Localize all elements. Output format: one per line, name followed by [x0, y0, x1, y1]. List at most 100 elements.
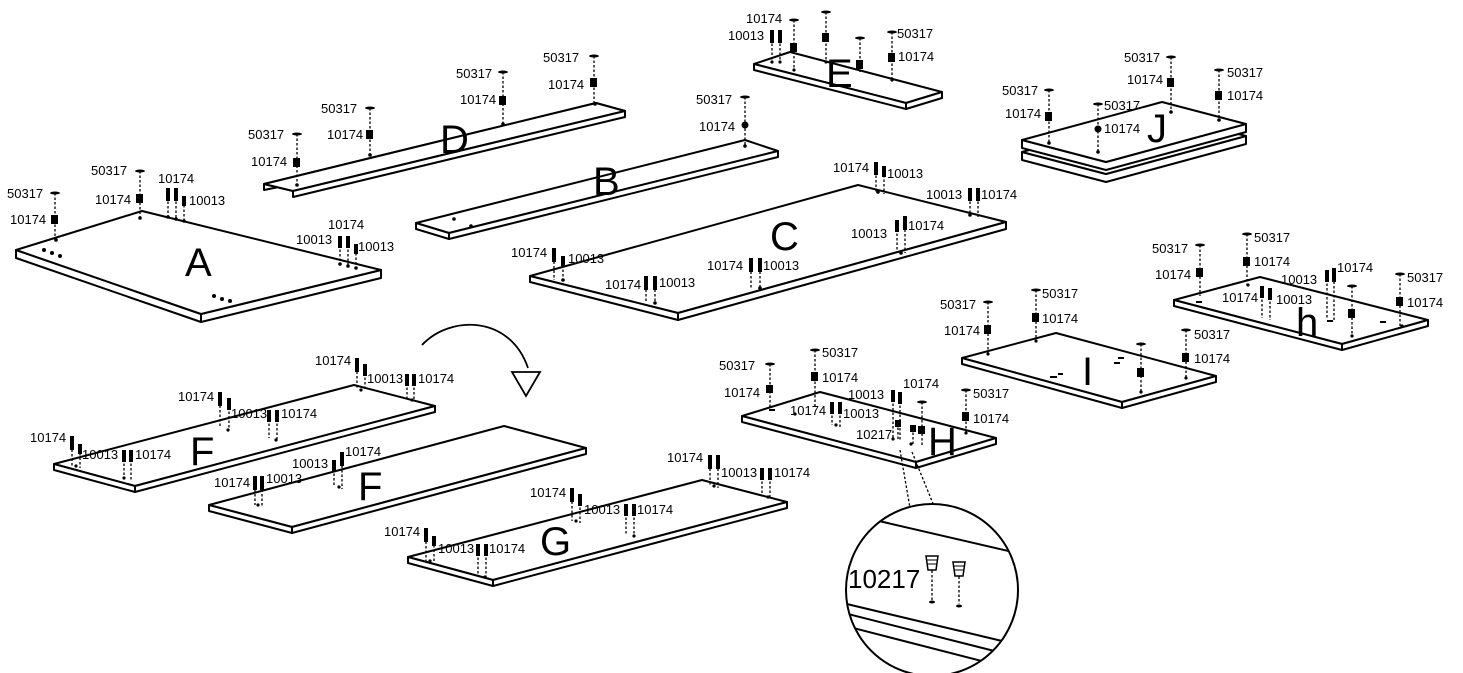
part-label: 10013 — [296, 232, 332, 247]
part-label: 10013 — [728, 28, 764, 43]
part-label: 10013 — [848, 387, 884, 402]
part-label: 10013 — [851, 226, 887, 241]
part-label: 10174 — [95, 192, 131, 207]
panel-label-h-small: h — [1296, 301, 1318, 345]
panel-a — [15, 210, 382, 323]
part-label: 10174 — [903, 376, 939, 391]
part-label: 10174 — [1005, 106, 1041, 121]
part-label: 50317 — [1124, 50, 1160, 65]
part-label: 50317 — [696, 92, 732, 107]
part-label: 10174 — [158, 171, 194, 186]
part-label: 10013 — [1281, 272, 1317, 287]
panel-label-g: G — [540, 520, 571, 564]
part-label: 10013 — [367, 371, 403, 386]
part-label: 10174 — [724, 385, 760, 400]
part-label: 10013 — [1276, 292, 1312, 307]
part-label: 10174 — [1254, 254, 1290, 269]
part-label: 10217 — [856, 427, 892, 442]
part-label: 50317 — [1194, 327, 1230, 342]
panel-label-a: A — [185, 241, 212, 285]
part-label: 10174 — [637, 502, 673, 517]
part-label: 10174 — [1407, 295, 1443, 310]
panel-h — [741, 391, 997, 469]
part-label: 10174 — [746, 11, 782, 26]
part-label: 10174 — [667, 450, 703, 465]
panel-label-i: I — [1082, 350, 1093, 394]
flip-arrow — [421, 323, 542, 398]
panel-label-f-lower: F — [358, 465, 382, 509]
part-label: 50317 — [321, 101, 357, 116]
part-label: 10174 — [1222, 290, 1258, 305]
part-label: 10174 — [315, 353, 351, 368]
part-label: 10013 — [721, 465, 757, 480]
panel-b — [415, 139, 779, 240]
part-label: 50317 — [719, 358, 755, 373]
part-label: 10174 — [281, 406, 317, 421]
part-label: 50317 — [456, 66, 492, 81]
part-label: 10174 — [460, 92, 496, 107]
panel-label-h: H — [928, 420, 957, 464]
panel-j — [1021, 101, 1247, 183]
part-label: 50317 — [1104, 98, 1140, 113]
part-label: 10013 — [189, 193, 225, 208]
part-label: 10174 — [489, 541, 525, 556]
part-label: 10174 — [1042, 311, 1078, 326]
part-label: 10174 — [511, 245, 547, 260]
panel-label-j: J — [1147, 107, 1167, 151]
part-label: 50317 — [7, 186, 43, 201]
part-label: 10174 — [10, 212, 46, 227]
part-labels: 50317 10174 50317 10174 10174 10013 1017… — [7, 11, 1443, 556]
part-label: 10174 — [1104, 121, 1140, 136]
part-label: 10013 — [584, 502, 620, 517]
part-label: 10013 — [292, 456, 328, 471]
part-label: 10013 — [358, 239, 394, 254]
part-label: 10013 — [438, 541, 474, 556]
part-label: 50317 — [1254, 230, 1290, 245]
panel-f-upper — [53, 384, 436, 493]
part-label: 10013 — [926, 187, 962, 202]
part-label: 10174 — [345, 444, 381, 459]
panel-i — [961, 332, 1217, 409]
panel-e — [753, 51, 943, 110]
part-label: 50317 — [822, 345, 858, 360]
part-label: 50317 — [91, 163, 127, 178]
part-label: 10174 — [699, 119, 735, 134]
part-label: 10174 — [418, 371, 454, 386]
part-label: 50317 — [940, 297, 976, 312]
part-label: 50317 — [1227, 65, 1263, 80]
part-label: 10013 — [568, 251, 604, 266]
panel-label-c: D — [440, 118, 469, 162]
part-label: 10174 — [1227, 88, 1263, 103]
part-label: 10174 — [1194, 351, 1230, 366]
part-label: 10174 — [973, 411, 1009, 426]
part-label: 10174 — [1127, 72, 1163, 87]
part-label: 10174 — [251, 154, 287, 169]
part-label: 10013 — [82, 447, 118, 462]
part-label: 50317 — [248, 127, 284, 142]
part-label: 10013 — [887, 166, 923, 181]
part-label: 50317 — [973, 386, 1009, 401]
part-label: 10174 — [944, 323, 980, 338]
panel-h-small — [1173, 276, 1429, 351]
part-label: 10174 — [30, 430, 66, 445]
part-label: 50317 — [1407, 270, 1443, 285]
part-label: 10174 — [707, 258, 743, 273]
part-label: 10013 — [659, 275, 695, 290]
panel-g — [407, 479, 788, 587]
part-label: 10174 — [981, 187, 1017, 202]
callout-part-label: 10217 — [848, 564, 920, 594]
part-label: 10013 — [266, 471, 302, 486]
part-label: 10174 — [384, 524, 420, 539]
part-label: 50317 — [1002, 83, 1038, 98]
panel-label-f-upper: F — [190, 430, 214, 474]
panel-f-lower — [208, 425, 587, 534]
part-label: 50317 — [1042, 286, 1078, 301]
part-label: 10174 — [1337, 260, 1373, 275]
part-label: 10174 — [327, 127, 363, 142]
part-label: 10174 — [822, 370, 858, 385]
part-label: 10013 — [231, 406, 267, 421]
panel-d — [529, 184, 1007, 321]
part-label: 50317 — [897, 26, 933, 41]
part-label: 10013 — [763, 258, 799, 273]
